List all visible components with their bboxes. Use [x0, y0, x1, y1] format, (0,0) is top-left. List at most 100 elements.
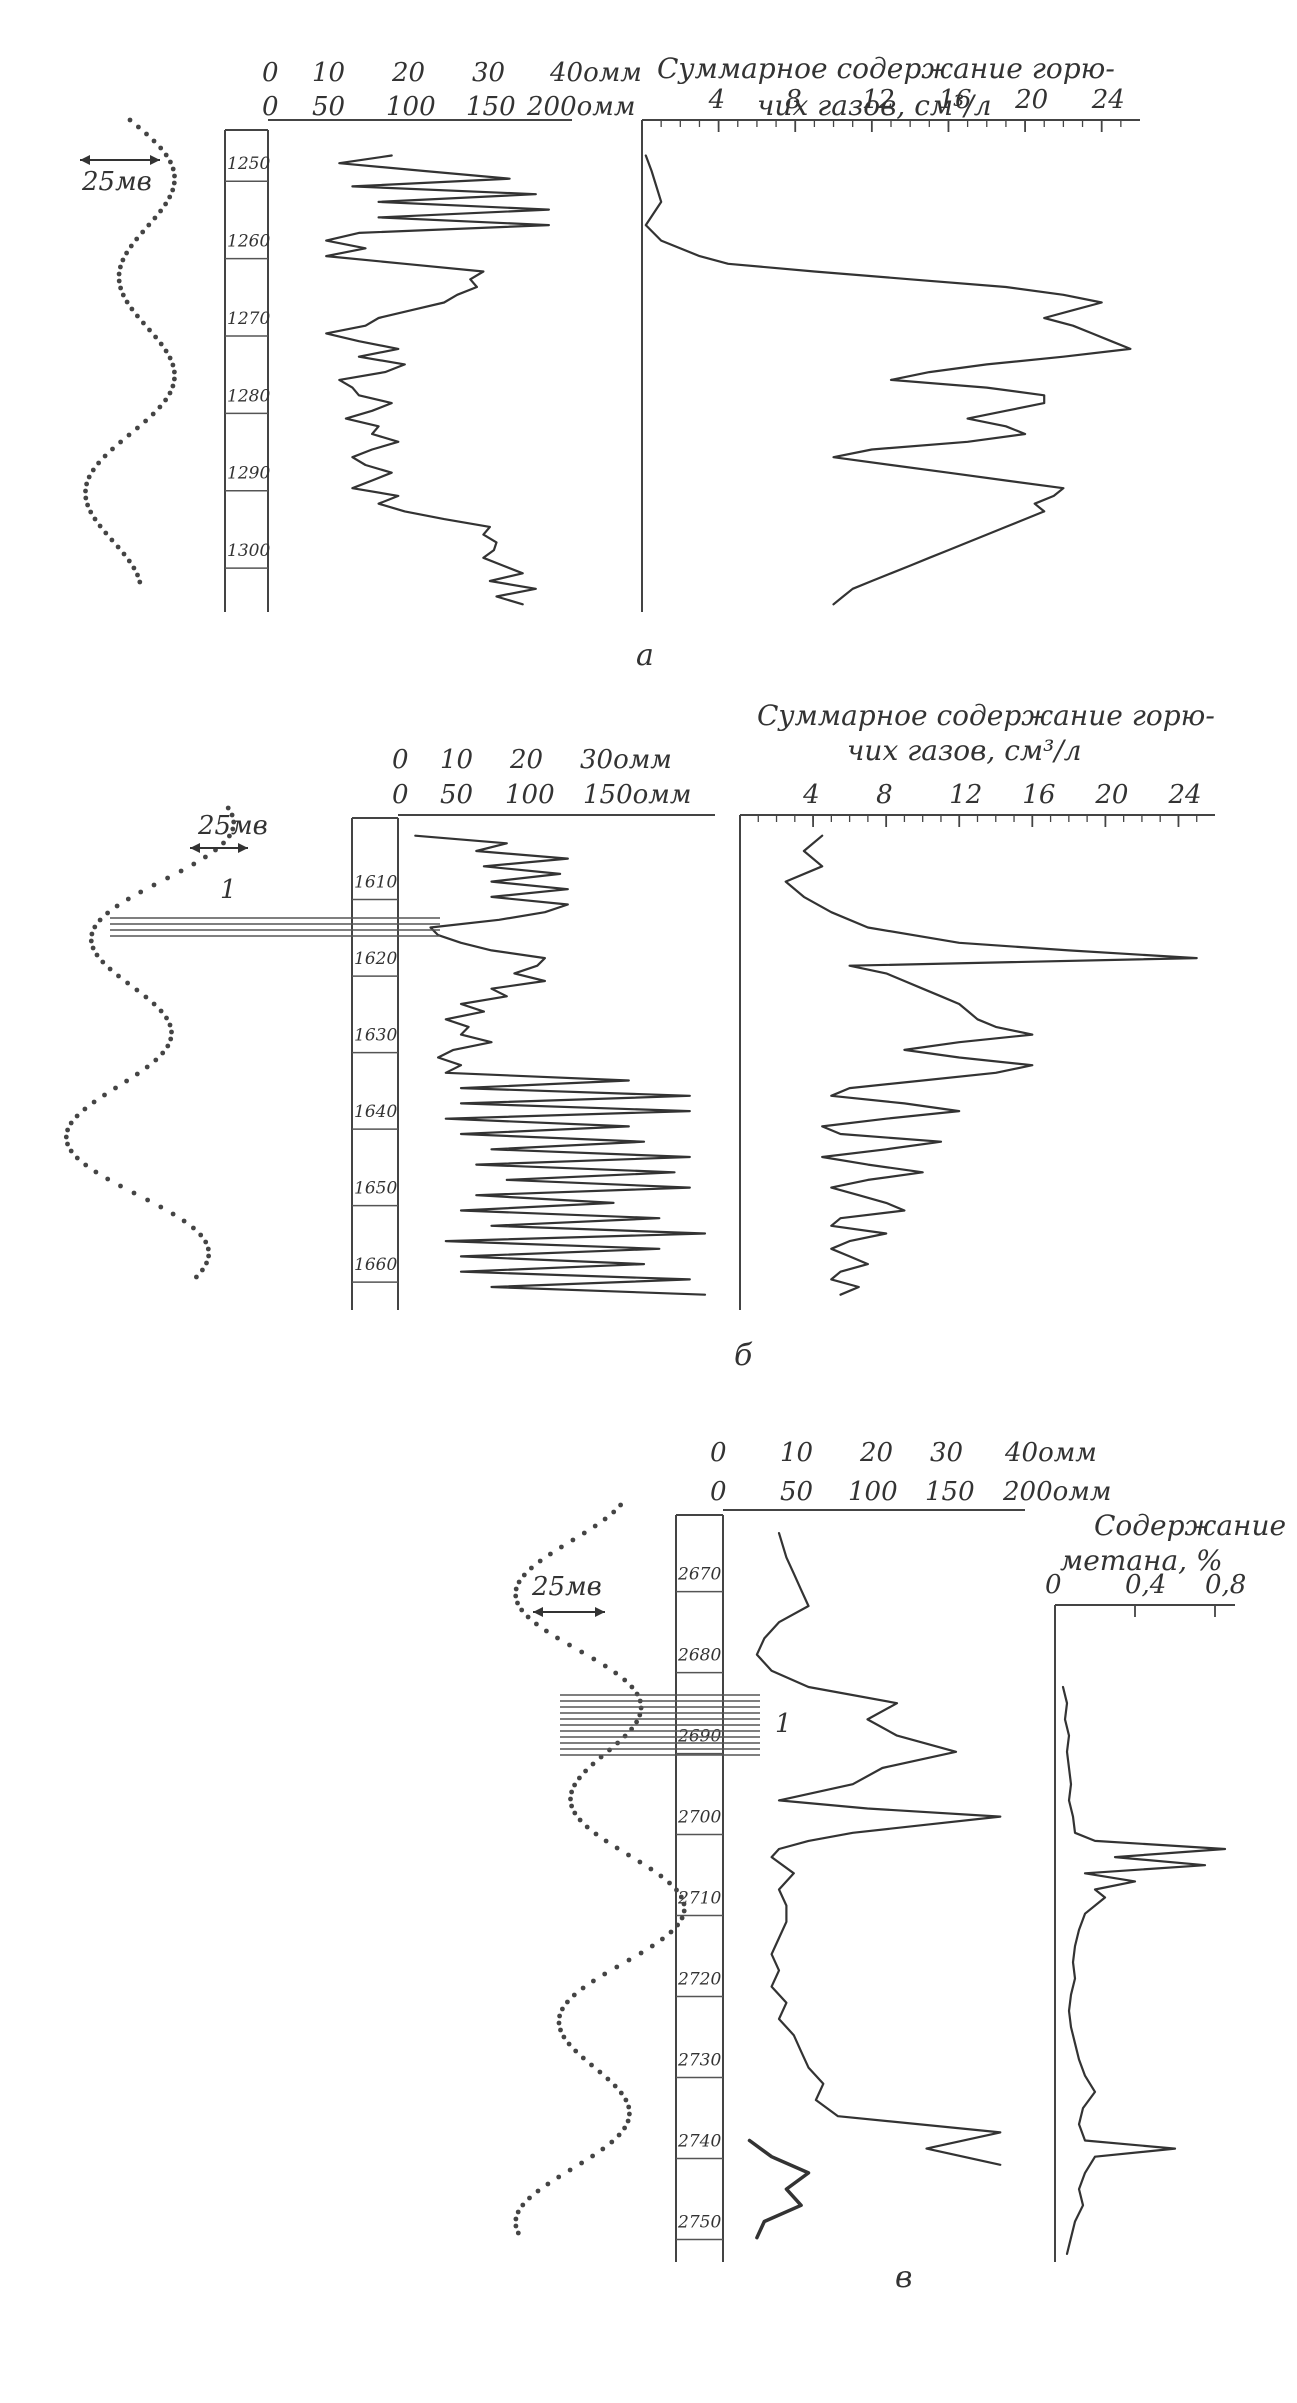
panel-b-sp-dot [143, 994, 149, 1000]
panel-c-sp-dot [565, 1999, 570, 2005]
panel-b-gas-tick-label-4: 20 [1094, 780, 1128, 810]
panel-a-label: а [636, 638, 654, 673]
panel-b-sp-dot [231, 819, 237, 825]
panel-c-sp-scale-arrowhead-left [533, 1607, 543, 1617]
panel-b-sp-dot [93, 1169, 99, 1175]
panel-c-sp-dot [558, 2027, 563, 2033]
panel-c-sp-dot [590, 2153, 595, 2159]
panel-b-depth-label-2: 1630 [354, 1026, 397, 1046]
panel-a-sp-dot [163, 152, 169, 158]
panel-b-res-top-tick-1: 10 [440, 745, 473, 775]
panel-c-sp-dot [660, 1936, 665, 1942]
panel-a-sp-dot [147, 327, 152, 333]
panel-a-sp-dot [86, 474, 92, 480]
panel-c-sp-dot [568, 1796, 573, 1802]
panel-c-sp-dot [513, 1593, 519, 1599]
panel-c-sp-dot [681, 1908, 687, 1914]
panel-b-sp-dot [97, 917, 103, 923]
panel-c-sp-dot [674, 1887, 679, 1893]
panel-c-sp-dot [580, 1985, 586, 1991]
panel-b-sp-dot [65, 1127, 70, 1133]
panel-c-sp-dot [513, 2223, 519, 2229]
panel-c-depth-label-5: 2720 [677, 1970, 721, 1990]
panel-c-sp-dot [649, 1943, 655, 1949]
panel-c-sp-dot [513, 2216, 519, 2222]
panel-a-gas-tick-label-5: 24 [1091, 85, 1125, 115]
panel-c-sp-dot [622, 1677, 628, 1683]
panel-a-sp-dot [143, 418, 149, 424]
panel-c-res-top-tick-0: 0 [710, 1438, 727, 1468]
panel-c-sp-dot [609, 2139, 615, 2145]
panel-a-sp-dot [172, 173, 177, 179]
panel-b-sp-dot [118, 1183, 123, 1189]
panel-c-sp-dot [618, 2090, 624, 2096]
panel-a-sp-dot [172, 369, 177, 375]
panel-b: 0 10 20 30омм 0 50 100 150омм Суммарное … [63, 699, 1215, 1373]
panel-b-depth-label-4: 1650 [354, 1179, 397, 1199]
panel-a-sp-dot [136, 124, 141, 130]
panel-b-sp-dot [164, 1015, 169, 1021]
panel-a-sp-curve [83, 117, 177, 585]
panel-c-sp-dot [668, 1929, 674, 1935]
panel-c-sp-dot [548, 1551, 553, 1557]
panel-c-label: в [895, 2260, 912, 2295]
panel-a-sp-dot [172, 376, 177, 382]
panel-c-sp-dot [591, 1656, 597, 1662]
panel-a-sp-dot [116, 278, 122, 284]
panel-a-sp-dot [92, 516, 98, 522]
panel-b-sp-dot [105, 1176, 111, 1182]
panel-a: 0 10 20 30 40омм 0 50 100 150 200омм Сум… [80, 52, 1140, 673]
panel-a-res-bottom-tick-0: 0 [262, 92, 279, 122]
panel-a-sp-dot [109, 537, 115, 543]
panel-a-res-top-tick-3: 30 [472, 58, 505, 88]
panel-c-sp-dot [556, 2174, 562, 2180]
panel-a-depth-label-2: 1270 [227, 309, 270, 329]
panel-c-sp-dot [626, 1852, 631, 1858]
panel-c-sp-dot [681, 1901, 687, 1907]
panel-c-sp-dot [612, 2083, 618, 2089]
panel-a-sp-dot [118, 264, 123, 270]
panel-a-sp-dot [167, 355, 173, 361]
panel-a-depth-label-4: 1290 [227, 464, 270, 484]
panel-a-res-bottom-tick-2: 100 [386, 92, 436, 122]
panel-c-sp-dot [637, 1859, 643, 1865]
panel-c-sp-dot [567, 2167, 573, 2173]
panel-c-res-bottom-tick-0: 0 [710, 1477, 727, 1507]
panel-c-sp-dot [678, 1894, 684, 1900]
panel-b-sp-curve [63, 805, 237, 1280]
panel-a-sp-dot [152, 215, 158, 221]
panel-c-sp-dot [623, 2097, 629, 2103]
panel-c-depth-label-1: 2680 [677, 1646, 721, 1666]
panel-a-sp-dot [153, 334, 159, 340]
panel-a-depth-label-3: 1280 [227, 386, 270, 406]
panel-c-sp-dot [520, 2202, 526, 2208]
panel-a-resistivity-curve [325, 154, 551, 606]
panel-c-sp-dot [555, 1635, 560, 1641]
panel-a-depth-label-0: 1250 [227, 154, 270, 174]
panel-a-sp-dot [88, 509, 94, 515]
panel-a-sp-dot [158, 341, 164, 347]
panel-a-sp-dot [170, 362, 176, 368]
panel-b-resistivity-curve [414, 834, 707, 1296]
panel-b-sp-dot [165, 875, 171, 881]
panel-b-gas-tick-label-1: 8 [876, 780, 893, 810]
panel-c-sp-dot [521, 1572, 527, 1578]
panel-b-sp-dot [229, 812, 235, 818]
panel-c-res-top-tick-2: 20 [859, 1438, 893, 1468]
panel-b-sp-dot [91, 1099, 97, 1105]
panel-c-res-bottom-tick-3: 150 [925, 1477, 975, 1507]
panel-b-sp-dot [145, 1197, 151, 1203]
panel-b-sp-dot [102, 1092, 107, 1098]
panel-c-sp-dot [600, 2146, 606, 2152]
panel-a-sp-dot [84, 481, 89, 487]
panel-b-sp-dot [170, 1211, 176, 1217]
panel-b-sp-dot [151, 1001, 157, 1007]
panel-b-sp-dot [107, 966, 113, 972]
panel-b-sp-dot [203, 1239, 209, 1245]
panel-b-sp-dot [221, 840, 226, 846]
panel-b-sp-dot [165, 1043, 171, 1049]
panel-c-gas-tick-label-0: 0 [1045, 1570, 1062, 1600]
panel-c-sp-dot [581, 1530, 587, 1536]
panel-c-sp-dot [589, 2062, 594, 2068]
panel-b-marker-label: 1 [220, 875, 237, 905]
